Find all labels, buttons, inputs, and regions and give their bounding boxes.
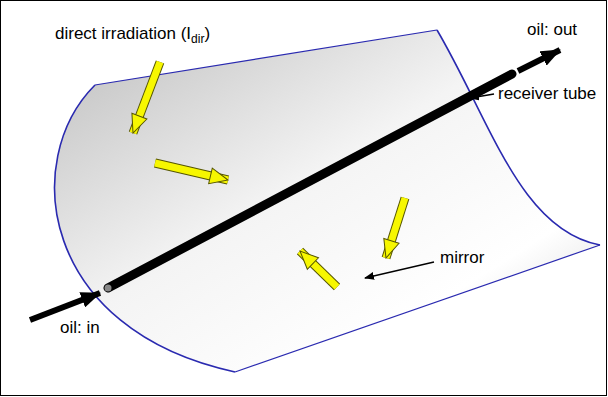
mirror-rim [437, 30, 600, 245]
leader-line [365, 262, 434, 278]
mirror-rim [55, 85, 235, 372]
mirror-surface [55, 30, 600, 372]
subscript-text: dir [191, 32, 204, 46]
tube-opening [105, 285, 112, 292]
annotation-text: direct irradiation (I [55, 24, 191, 43]
leader-line [470, 94, 494, 98]
oil-in-arrow [30, 293, 100, 320]
irradiation-label: direct irradiation (Idir) [55, 24, 210, 46]
part-label: receiver tube [498, 84, 596, 104]
irradiation-arrows [133, 62, 405, 287]
oil-out-arrow [518, 50, 560, 71]
flow-label: oil: out [527, 20, 577, 40]
flow-label: oil: in [60, 318, 100, 338]
mirror-edge [235, 245, 600, 372]
receiver-tube [108, 74, 512, 288]
part-label: mirror [440, 248, 484, 268]
annotation-text: ) [204, 24, 210, 43]
